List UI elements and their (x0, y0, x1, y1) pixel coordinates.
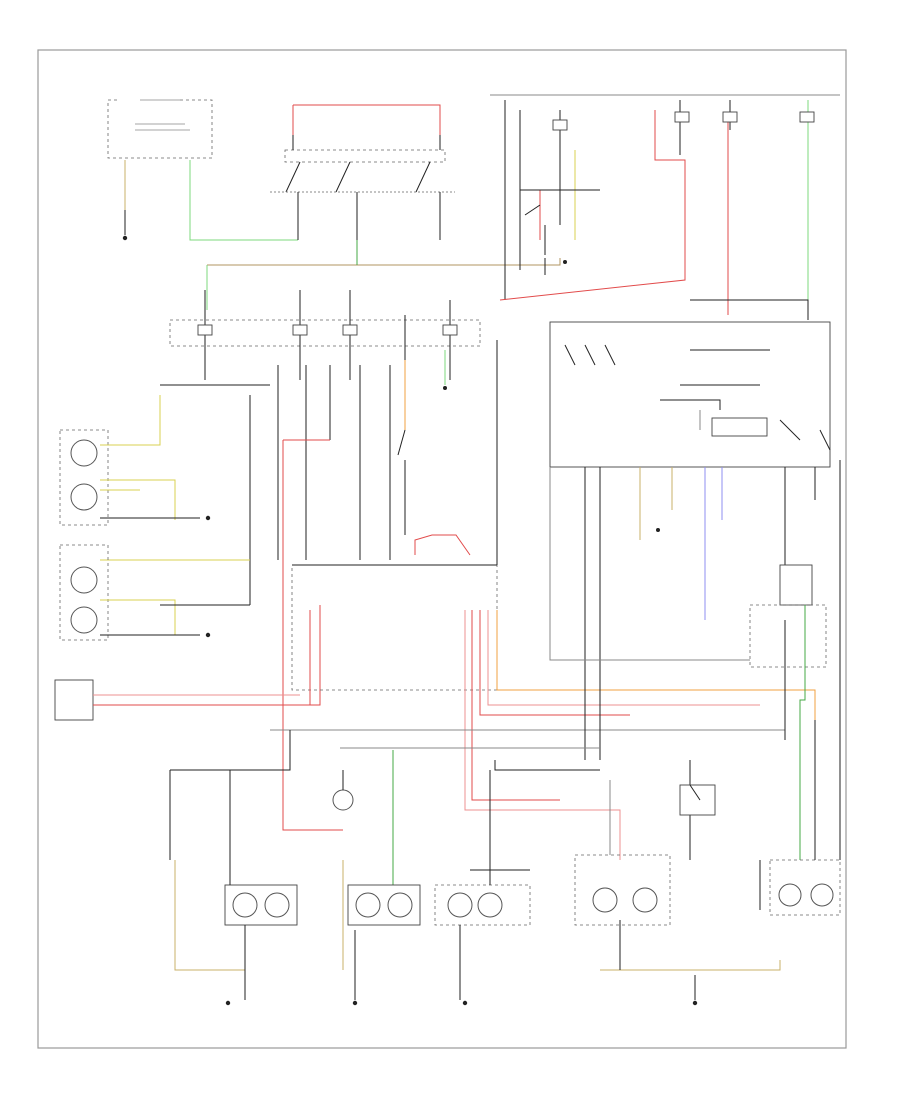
right-rear-turn-lamp (759, 859, 841, 916)
ground-symbol (122, 235, 128, 241)
central-module (291, 340, 498, 691)
diagram-border (37, 49, 847, 1049)
fuse-panel (169, 290, 481, 380)
left-tail-lamp (174, 770, 298, 1006)
control-module (54, 605, 321, 721)
brake-light-switch (397, 429, 406, 535)
hazard-switch (549, 321, 831, 468)
brake-switch-rear (679, 784, 716, 816)
flasher-relay (749, 564, 827, 860)
right-front-lamp-assembly (59, 544, 250, 641)
left-front-lamp-assembly (59, 395, 211, 526)
light-switch (270, 104, 455, 240)
instrument-cluster (107, 96, 213, 159)
license-plate-lamp (434, 770, 531, 1006)
left-rear-turn-lamp (574, 760, 781, 971)
high-mount-brake-lamp (332, 770, 354, 970)
upper-right-fuse-group (490, 94, 840, 300)
right-tail-lamp (347, 884, 421, 1006)
